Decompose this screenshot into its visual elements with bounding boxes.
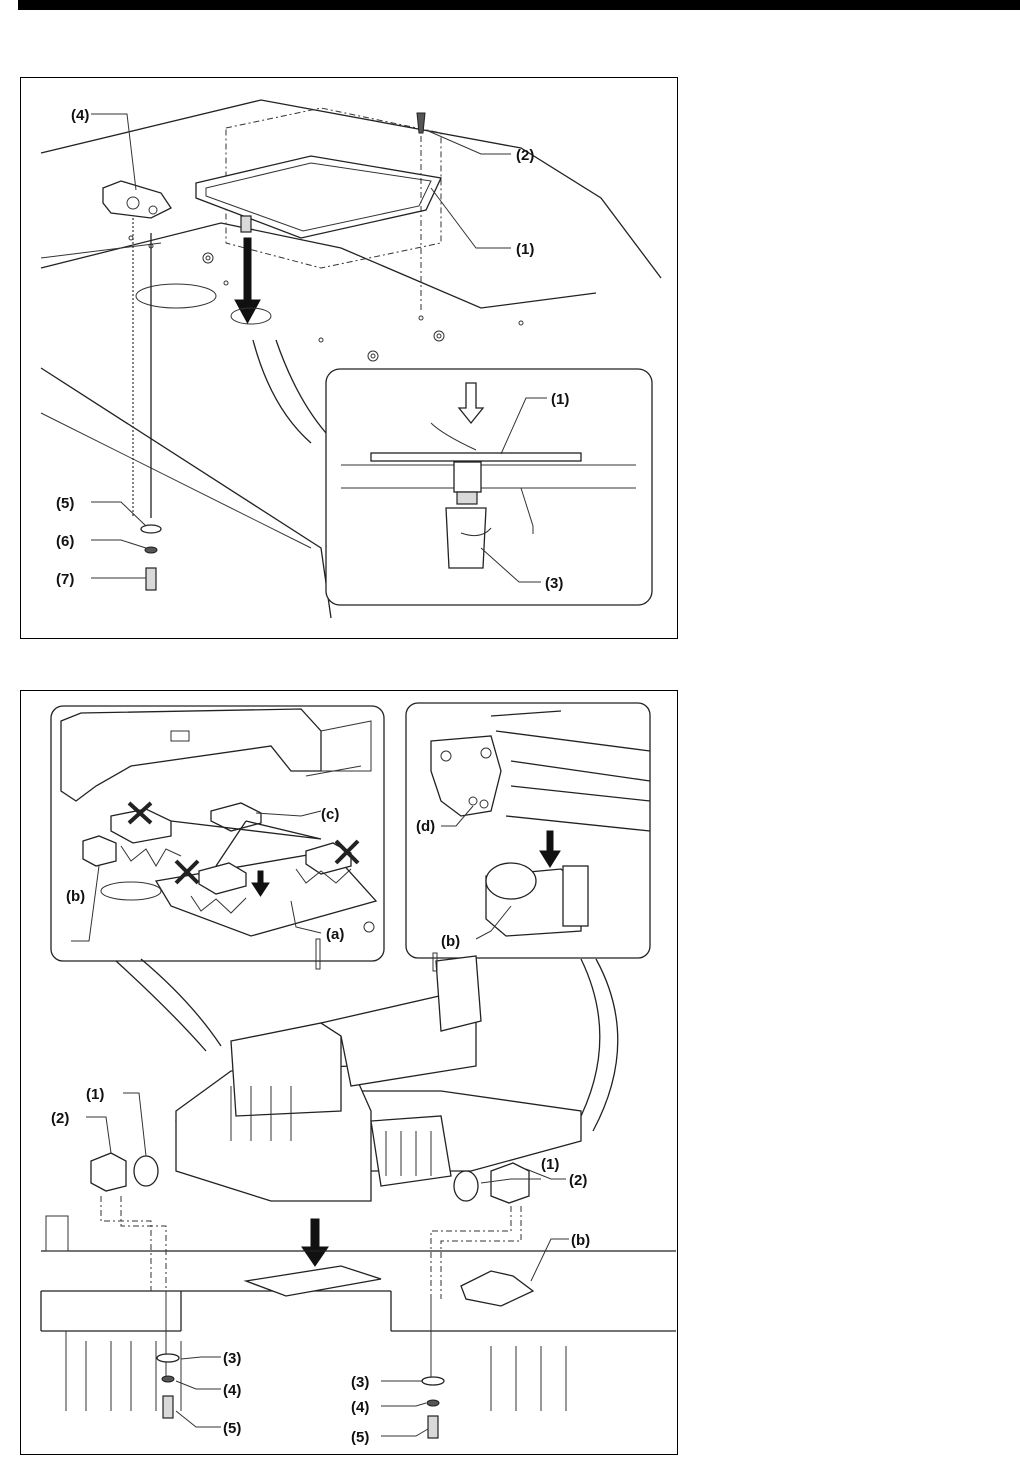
figure-bottom-drawing: (c) (b) (a) (d) (b) — [40, 702, 676, 1446]
machine-arm — [60, 708, 322, 802]
bed-bracket — [430, 735, 502, 817]
main-left-callout-1: (1) — [86, 1086, 104, 1103]
x-mark — [127, 801, 153, 825]
spacer-block-c — [210, 802, 262, 832]
washer-part-5 — [140, 524, 162, 534]
control-box — [370, 1115, 452, 1187]
plate-part-1 — [195, 155, 442, 239]
washer-left-3 — [156, 1353, 180, 1363]
main-right-callout-5: (5) — [351, 1429, 369, 1446]
hinge-seat-b — [460, 1270, 535, 1307]
washer-right-3 — [421, 1376, 445, 1386]
table-edge — [40, 367, 332, 619]
table-opening — [243, 1265, 382, 1297]
table-slot — [135, 283, 217, 309]
callout-6: (6) — [56, 533, 74, 550]
detail-callout-3: (3) — [545, 575, 563, 592]
callout-1: (1) — [516, 241, 534, 258]
page-header-bar — [18, 0, 1020, 10]
detail-callout-1: (1) — [551, 391, 569, 408]
bolt-left-5 — [162, 1395, 174, 1419]
plate-detail — [370, 452, 582, 462]
table-edge — [40, 222, 597, 309]
main-right-callout-2: (2) — [569, 1172, 587, 1189]
inset-left-callout-a: (a) — [326, 926, 344, 943]
table-edge — [40, 99, 662, 279]
callout-4: (4) — [71, 107, 89, 124]
main-left-callout-4: (4) — [223, 1382, 241, 1399]
inset-left-callout-c: (c) — [321, 806, 339, 823]
main-left-callout-2: (2) — [51, 1110, 69, 1127]
hinge-rubber-left — [133, 1155, 159, 1187]
inset-right-callout-b: (b) — [441, 933, 460, 950]
main-right-callout-1: (1) — [541, 1156, 559, 1173]
x-mark — [174, 859, 200, 885]
spacer-block — [198, 862, 247, 895]
main-left-callout-5: (5) — [223, 1420, 241, 1437]
lock-washer-right-4 — [426, 1399, 440, 1407]
lock-washer-part-6 — [144, 546, 158, 554]
inset-right-callout-d: (d) — [416, 818, 435, 835]
main-right-callout-4: (4) — [351, 1399, 369, 1416]
cover-outline — [225, 107, 442, 269]
callout-2: (2) — [516, 147, 534, 164]
main-down-arrow — [310, 1218, 320, 1250]
spindle-detail — [453, 461, 482, 493]
spacer-block — [305, 842, 352, 875]
plate-leg — [240, 215, 252, 233]
hinge-seat-left — [90, 1152, 127, 1192]
bolt-right-5 — [427, 1415, 439, 1439]
bottle-part-3 — [445, 507, 487, 569]
x-mark — [334, 839, 360, 865]
bolt-part-7 — [145, 567, 157, 591]
figure-bottom: (c) (b) (a) (d) (b) — [20, 690, 678, 1455]
press-arrow-outline — [457, 382, 485, 425]
hinge-rubber-right — [453, 1170, 479, 1202]
detail-inset — [325, 368, 653, 606]
machine-head-cover — [230, 1022, 342, 1117]
main-right-callout-3: (3) — [351, 1374, 369, 1391]
callout-7: (7) — [56, 571, 74, 588]
machine-head — [435, 955, 482, 1032]
figure-top-drawing: (4) (2) (1) (5) (6) (7) (1) (3) — [40, 99, 662, 619]
bracket-part-4 — [102, 180, 172, 219]
main-left-callout-3: (3) — [223, 1350, 241, 1367]
inset-left-callout-b: (b) — [66, 888, 85, 905]
hinge-seat-right — [490, 1162, 530, 1204]
lock-washer-left-4 — [161, 1375, 175, 1383]
main-right-callout-b: (b) — [571, 1232, 590, 1249]
figure-top: (4) (2) (1) (5) (6) (7) (1) (3) — [20, 77, 678, 639]
down-arrow — [243, 237, 252, 304]
screw-part-2 — [416, 112, 426, 134]
callout-5: (5) — [56, 495, 74, 512]
